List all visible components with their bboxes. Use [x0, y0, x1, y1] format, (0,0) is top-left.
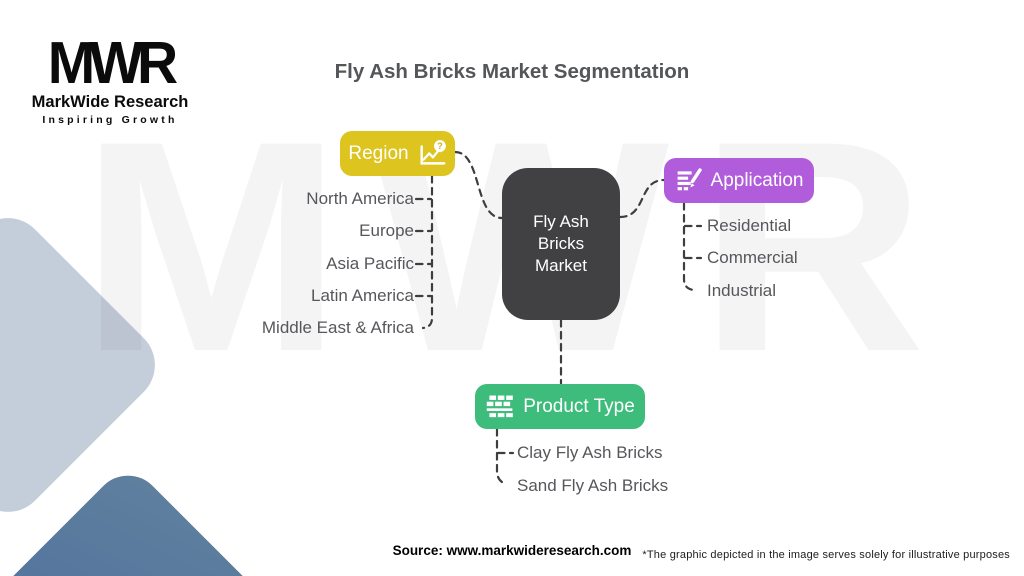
region-item-europe: Europe — [359, 221, 414, 240]
branch-node-application: Application — [664, 158, 814, 203]
application-item-industrial: Industrial — [707, 281, 776, 300]
product-item-sand-fly-ash-bricks: Sand Fly Ash Bricks — [517, 476, 669, 495]
trend-chart-question-icon: ? — [417, 139, 447, 169]
branch-node-region: Region ? — [340, 131, 455, 176]
region-item-middle-east-africa: Middle East & Africa — [261, 318, 414, 337]
product-type-node-label: Product Type — [523, 395, 635, 417]
brick-wall-icon — [485, 393, 515, 421]
product-item-clay-fly-ash-bricks: Clay Fly Ash Bricks — [517, 443, 663, 462]
application-node-label: Application — [710, 169, 804, 191]
region-item-latin-america: Latin America — [311, 286, 414, 305]
page-title: Fly Ash Bricks Market Segmentation — [334, 60, 690, 83]
checklist-pencil-icon — [675, 167, 703, 195]
brand-logo-name: MarkWide Research — [31, 93, 189, 111]
region-item-asia-pacific: Asia Pacific — [326, 254, 414, 273]
brand-logo-mark: MWR — [47, 29, 178, 97]
svg-text:?: ? — [437, 141, 442, 151]
center-node-fly-ash-bricks-market: Fly Ash Bricks Market — [502, 168, 620, 320]
region-item-north-america: North America — [306, 189, 414, 208]
branch-node-product-type: Product Type — [475, 384, 645, 429]
application-item-commercial: Commercial — [707, 248, 798, 267]
disclaimer-note: *The graphic depicted in the image serve… — [642, 549, 1010, 561]
connector-product-stem — [495, 427, 508, 486]
center-node-label: Fly Ash Bricks Market — [533, 212, 589, 275]
brand-logo: MWR MarkWide Research Inspiring Growth — [28, 29, 192, 126]
region-node-label: Region — [348, 142, 409, 164]
source-line: Source: www.markwideresearch.com — [392, 543, 632, 558]
brand-logo-tagline: Inspiring Growth — [42, 114, 178, 126]
application-item-residential: Residential — [707, 216, 792, 235]
